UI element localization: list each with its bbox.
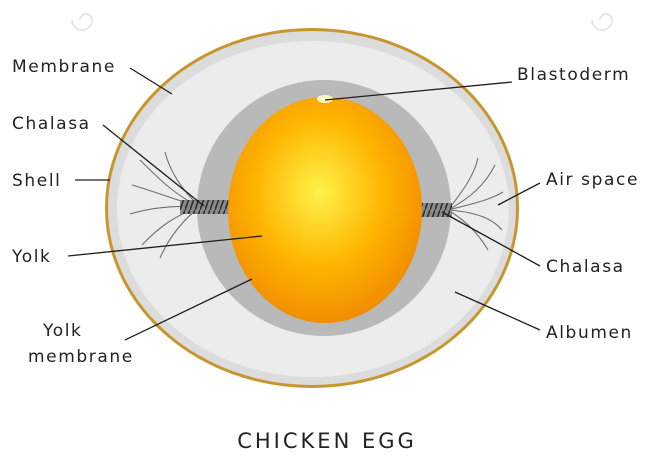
yolk	[228, 97, 422, 323]
label-blastoderm: Blastoderm	[517, 65, 630, 85]
label-albumen: Albumen	[546, 323, 633, 343]
label-membrane: Membrane	[12, 57, 116, 77]
chalaza-left	[180, 200, 232, 214]
label-chalasa-right: Chalasa	[546, 257, 625, 277]
label-chalasa-left: Chalasa	[12, 114, 91, 134]
label-air-space: Air space	[546, 170, 639, 190]
label-shell: Shell	[12, 171, 61, 191]
label-yolk: Yolk	[11, 247, 52, 267]
label-yolk-membrane-line2: membrane	[28, 347, 134, 367]
diagram-title: CHICKEN EGG	[237, 429, 417, 453]
label-yolk-membrane-line1: Yolk	[42, 321, 83, 341]
